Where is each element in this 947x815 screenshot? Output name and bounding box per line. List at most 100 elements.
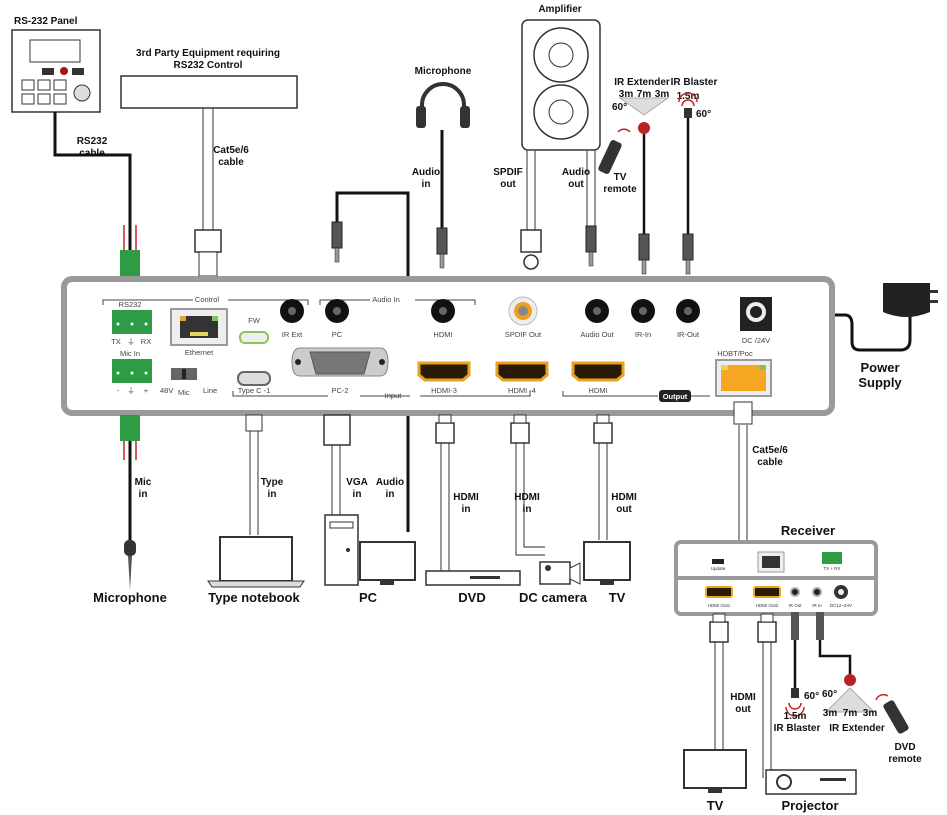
svg-text:Microphone: Microphone [93, 590, 167, 605]
svg-text:PC: PC [332, 330, 343, 339]
svg-text:in: in [422, 179, 431, 190]
headphone-microphone: Microphone [415, 66, 472, 128]
svg-text:Mic In: Mic In [120, 349, 140, 358]
svg-text:Power: Power [860, 360, 899, 375]
rs232-panel: RS-232 Panel [11, 16, 101, 113]
svg-text:TX + RX: TX + RX [823, 566, 840, 571]
monitor-icon [359, 541, 416, 585]
svg-text:⏚: ⏚ [127, 386, 135, 395]
svg-text:out: out [500, 179, 516, 190]
svg-text:remote: remote [603, 184, 637, 195]
tv-icon [683, 749, 747, 793]
svg-text:IR Ext: IR Ext [282, 330, 303, 339]
svg-text:Input: Input [385, 391, 403, 400]
svg-text:RS232: RS232 [119, 300, 142, 309]
receiver-devices: TV Projector [683, 749, 857, 813]
hdbt-port [715, 359, 772, 397]
svg-text:IR-In: IR-In [635, 330, 651, 339]
svg-text:VGA: VGA [346, 477, 368, 488]
top-cable-labels: RS232 cable Cat5e/6 cable Audio in SPDIF… [77, 136, 590, 190]
svg-text:Update: Update [711, 566, 726, 571]
svg-text:RS232: RS232 [77, 136, 108, 147]
svg-text:HDMI-3: HDMI-3 [431, 386, 457, 395]
svg-text:3rd Party Equipment requiring: 3rd Party Equipment requiring [136, 48, 280, 59]
svg-text:60°: 60° [822, 689, 837, 700]
mic-terminal [112, 359, 152, 383]
receiver-cables [714, 640, 852, 778]
svg-text:in: in [386, 489, 395, 500]
svg-text:Type: Type [261, 477, 284, 488]
svg-text:⏚: ⏚ [127, 337, 135, 346]
svg-text:Microphone: Microphone [415, 66, 472, 77]
svg-text:HDMI Out2: HDMI Out2 [756, 603, 779, 608]
svg-text:IR Extender: IR Extender [829, 723, 885, 734]
svg-text:DC camera: DC camera [519, 590, 588, 605]
tv-icon [583, 541, 631, 585]
svg-text:IR Extender: IR Extender [614, 77, 670, 88]
svg-text:in: in [268, 489, 277, 500]
laptop-icon [207, 536, 305, 588]
type-c-port [237, 371, 271, 386]
svg-text:PC: PC [359, 590, 378, 605]
svg-text:DVD: DVD [894, 742, 915, 753]
svg-text:in: in [353, 489, 362, 500]
svg-text:TV: TV [614, 172, 627, 183]
hdmi4-plug [510, 414, 530, 444]
svg-text:in: in [462, 504, 471, 515]
svg-text:Type C -1: Type C -1 [238, 386, 271, 395]
pc-audio-jack [331, 221, 343, 263]
svg-text:cable: cable [218, 157, 244, 168]
svg-text:TX: TX [111, 337, 121, 346]
svg-text:Audio: Audio [376, 477, 404, 488]
svg-text:DVD: DVD [458, 590, 485, 605]
bottom-labels: Mic in Type in VGA in Audio in HDMI in H… [135, 445, 789, 515]
svg-text:3m: 3m [823, 708, 838, 719]
bottom-cables [120, 401, 753, 572]
svg-text:60°: 60° [804, 691, 819, 702]
svg-text:-: - [117, 386, 120, 395]
svg-text:HDMI -4: HDMI -4 [508, 386, 536, 395]
svg-text:Type notebook: Type notebook [208, 590, 300, 605]
svg-text:IR In: IR In [812, 603, 822, 608]
ir-in-jack [638, 233, 650, 275]
svg-text:HDMI Out1: HDMI Out1 [708, 603, 731, 608]
svg-text:HDMI: HDMI [611, 492, 637, 503]
hdmi-ports [417, 361, 625, 382]
svg-text:remote: remote [888, 754, 922, 765]
svg-text:60°: 60° [612, 102, 627, 113]
ir-out-jack [682, 233, 694, 275]
svg-text:7m: 7m [843, 708, 858, 719]
vga-port [291, 347, 389, 377]
svg-text:Projector: Projector [781, 798, 838, 813]
tv-remote-icon [598, 128, 631, 174]
amplifier: Amplifier [521, 4, 601, 151]
svg-text:FW: FW [248, 316, 261, 325]
receiver: Receiver Update TX + RX HDMI Out1 HDMI O… [674, 523, 878, 616]
receiver-ir: 60° 1.5m IR Blaster 3m 7m 3m 60° IR Exte… [730, 674, 922, 765]
svg-text:RS-232 Panel: RS-232 Panel [14, 16, 78, 27]
hdmi-out1-plug [709, 613, 729, 643]
svg-text:Receiver: Receiver [781, 523, 835, 538]
svg-text:Control: Control [195, 295, 220, 304]
svg-text:Amplifier: Amplifier [538, 4, 581, 15]
svg-text:+: + [144, 386, 149, 395]
svg-text:in: in [139, 489, 148, 500]
svg-text:3m: 3m [655, 89, 670, 100]
camera-icon [539, 561, 581, 585]
svg-text:Audio In: Audio In [372, 295, 400, 304]
projector-icon [765, 769, 857, 795]
svg-text:TV: TV [707, 798, 724, 813]
ethernet-port [170, 308, 228, 346]
svg-text:TV: TV [609, 590, 626, 605]
svg-text:HDMI: HDMI [730, 692, 756, 703]
svg-text:Cat5e/6: Cat5e/6 [752, 445, 788, 456]
hdmi-out2-plug [757, 613, 777, 643]
svg-text:IR Out: IR Out [788, 603, 802, 608]
svg-text:SPDIF: SPDIF [493, 167, 522, 178]
svg-text:out: out [568, 179, 584, 190]
hdmi3-plug [435, 414, 455, 444]
svg-text:7m: 7m [637, 89, 652, 100]
svg-text:HDMI: HDMI [588, 386, 607, 395]
